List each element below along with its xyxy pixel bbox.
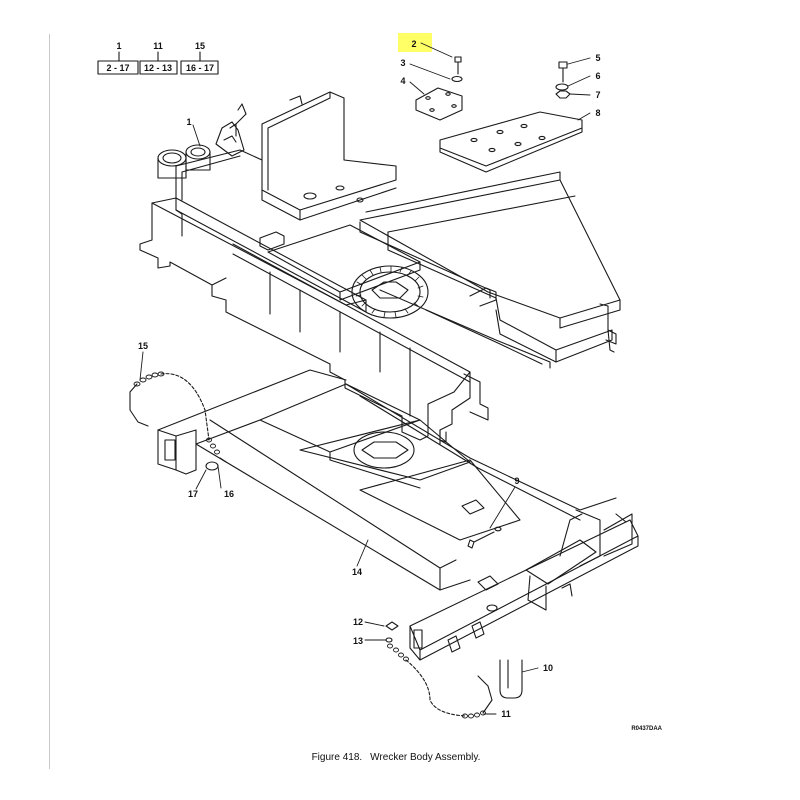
ref-item-11: 11 <box>153 41 163 51</box>
drawing-code: R0437DAA <box>631 726 662 732</box>
callout-4: 4 <box>400 76 405 86</box>
reference-table: 1 11 15 2 - 17 12 - 13 16 - 17 <box>97 41 219 75</box>
callout-1: 1 <box>186 117 191 127</box>
figure-caption: Figure 418. Wrecker Body Assembly. <box>0 752 800 763</box>
ref-range-1: 2 - 17 <box>106 63 129 73</box>
callout-7: 7 <box>595 90 600 100</box>
ref-item-1: 1 <box>116 41 121 51</box>
callout-12: 12 <box>353 617 363 627</box>
callout-labels: 1 2 3 4 5 6 7 8 9 10 11 12 13 14 15 16 1… <box>138 39 663 732</box>
ref-range-11: 12 - 13 <box>144 63 172 73</box>
callout-16: 16 <box>224 489 234 499</box>
callout-8: 8 <box>595 108 600 118</box>
callout-6: 6 <box>595 71 600 81</box>
page-margin-rule <box>49 34 50 769</box>
callout-14: 14 <box>352 567 362 577</box>
callout-9: 9 <box>514 476 519 486</box>
ref-item-15: 15 <box>195 41 205 51</box>
callout-11: 11 <box>501 709 511 719</box>
figure-title: Wrecker Body Assembly. <box>370 752 481 763</box>
callout-13: 13 <box>353 636 363 646</box>
lower-subframe <box>129 369 639 719</box>
upper-body <box>139 91 621 445</box>
callout-2-highlight <box>398 33 432 52</box>
ref-range-15: 16 - 17 <box>186 63 214 73</box>
callout-10: 10 <box>543 663 553 673</box>
figure-number: Figure 418. <box>311 752 363 763</box>
leader-lines <box>139 42 591 715</box>
callout-5: 5 <box>595 53 600 63</box>
callout-15: 15 <box>138 341 148 351</box>
callout-17: 17 <box>188 489 198 499</box>
hardware-group <box>415 56 583 173</box>
callout-2: 2 <box>411 39 416 49</box>
callout-3: 3 <box>400 58 405 68</box>
